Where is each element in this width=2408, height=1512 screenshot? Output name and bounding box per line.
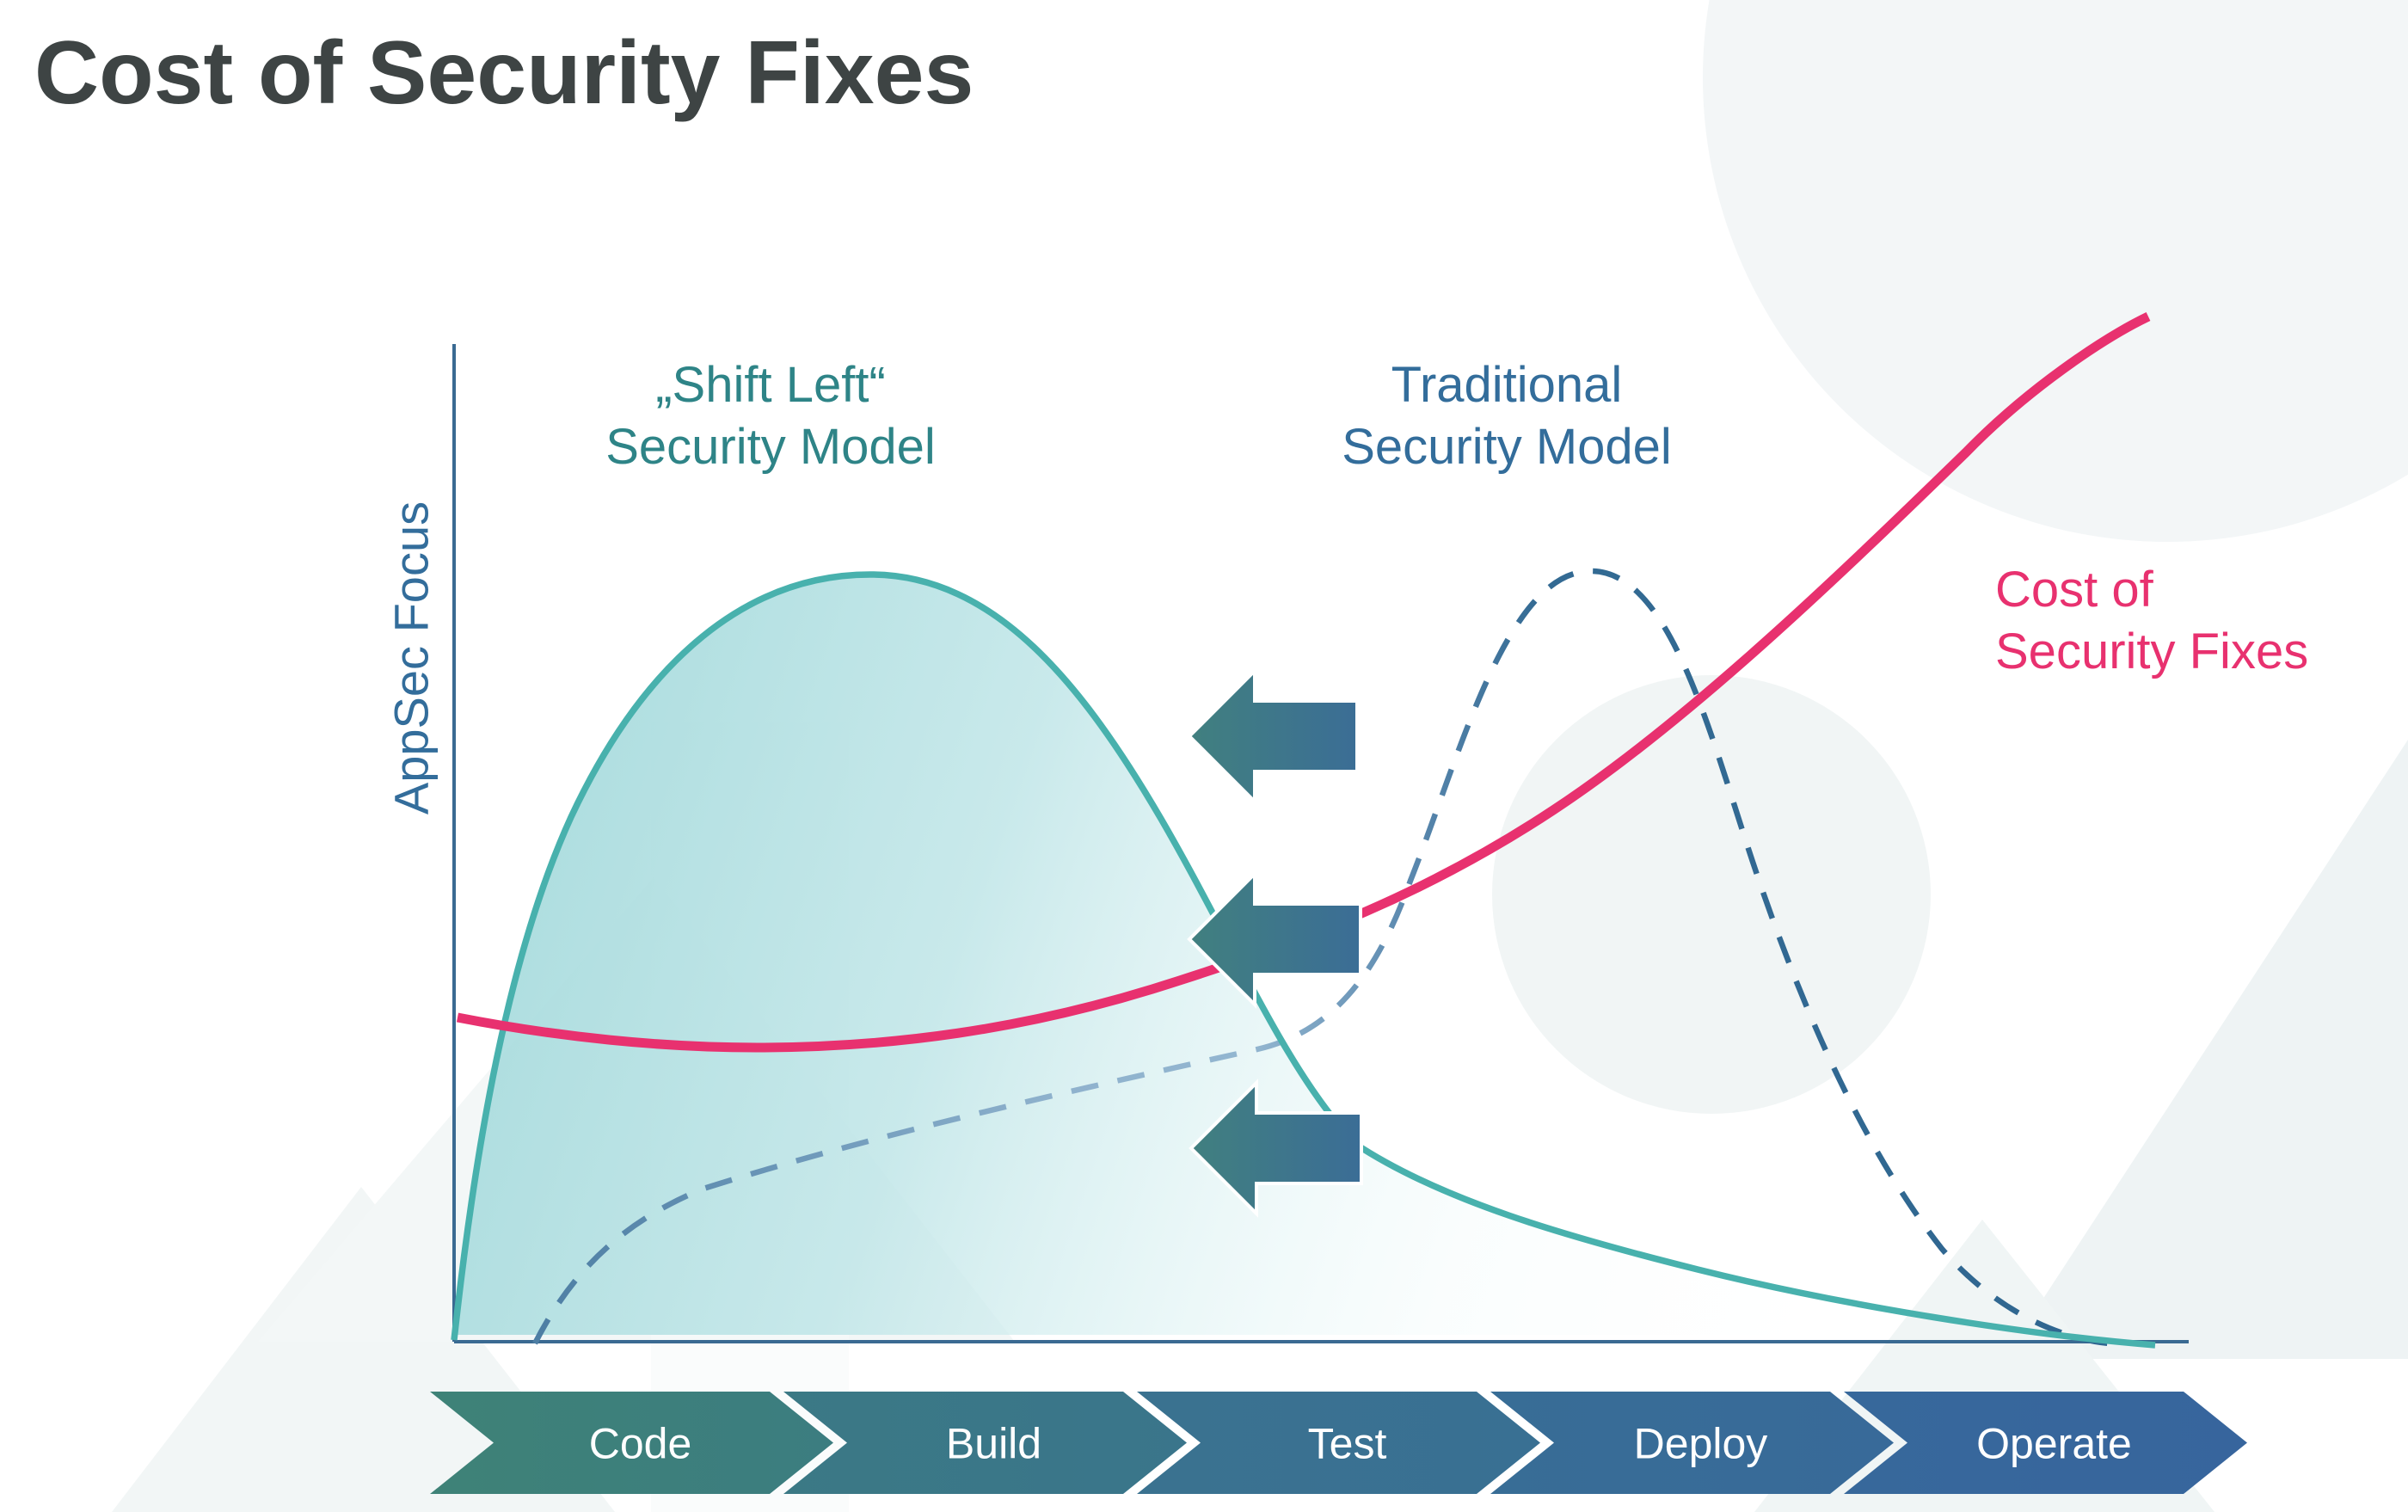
shift-arrow-middle-left-arrow-icon xyxy=(1187,870,1362,1009)
pipeline-stage-chevron-test xyxy=(1137,1392,1540,1494)
pipeline-stage-chevron-build xyxy=(783,1392,1187,1494)
page-title: Cost of Security Fixes xyxy=(34,23,974,123)
pipeline-stage-chevron-deploy xyxy=(1490,1392,1894,1494)
bg-circle-middle xyxy=(1492,675,1931,1114)
shift-left-curve xyxy=(451,571,2156,1349)
shift-arrow-bottom-left-arrow-icon xyxy=(1189,1079,1363,1218)
pipeline-stage-label-test: Test xyxy=(1308,1420,1387,1468)
pipeline-stage-label-build: Build xyxy=(946,1420,1041,1468)
bg-triangle-right xyxy=(2004,740,2408,1359)
traditional-model-label-line1: Traditional xyxy=(1391,357,1623,413)
pipeline-stage-chevron-operate xyxy=(1844,1392,2247,1494)
cost-curve-label: Cost of Security Fixes xyxy=(1995,559,2308,683)
shift-left-area xyxy=(454,575,2155,1345)
y-axis-label: AppSec Focus xyxy=(384,501,439,815)
cost-curve-label-line2: Security Fixes xyxy=(1995,624,2309,679)
shift-arrow-top-left-arrow-icon xyxy=(1187,667,1359,806)
bg-circle-top-right xyxy=(1703,0,2408,542)
shift-left-model-label: „Shift Left“ Security Model xyxy=(605,354,936,478)
traditional-model-label-line2: Security Model xyxy=(1342,419,1672,475)
cost-curve-label-line1: Cost of xyxy=(1995,562,2153,618)
cost-curve xyxy=(456,312,2151,1053)
shift-left-model-label-line2: Security Model xyxy=(605,419,936,475)
shift-left-model-label-line1: „Shift Left“ xyxy=(655,357,886,413)
pipeline-stage-label-code: Code xyxy=(589,1420,692,1468)
traditional-model-label: Traditional Security Model xyxy=(1342,354,1672,478)
pipeline-stage-chevron-code xyxy=(430,1392,833,1494)
pipeline-stage-label-deploy: Deploy xyxy=(1634,1420,1768,1468)
pipeline-stage-label-operate: Operate xyxy=(1976,1420,2132,1468)
